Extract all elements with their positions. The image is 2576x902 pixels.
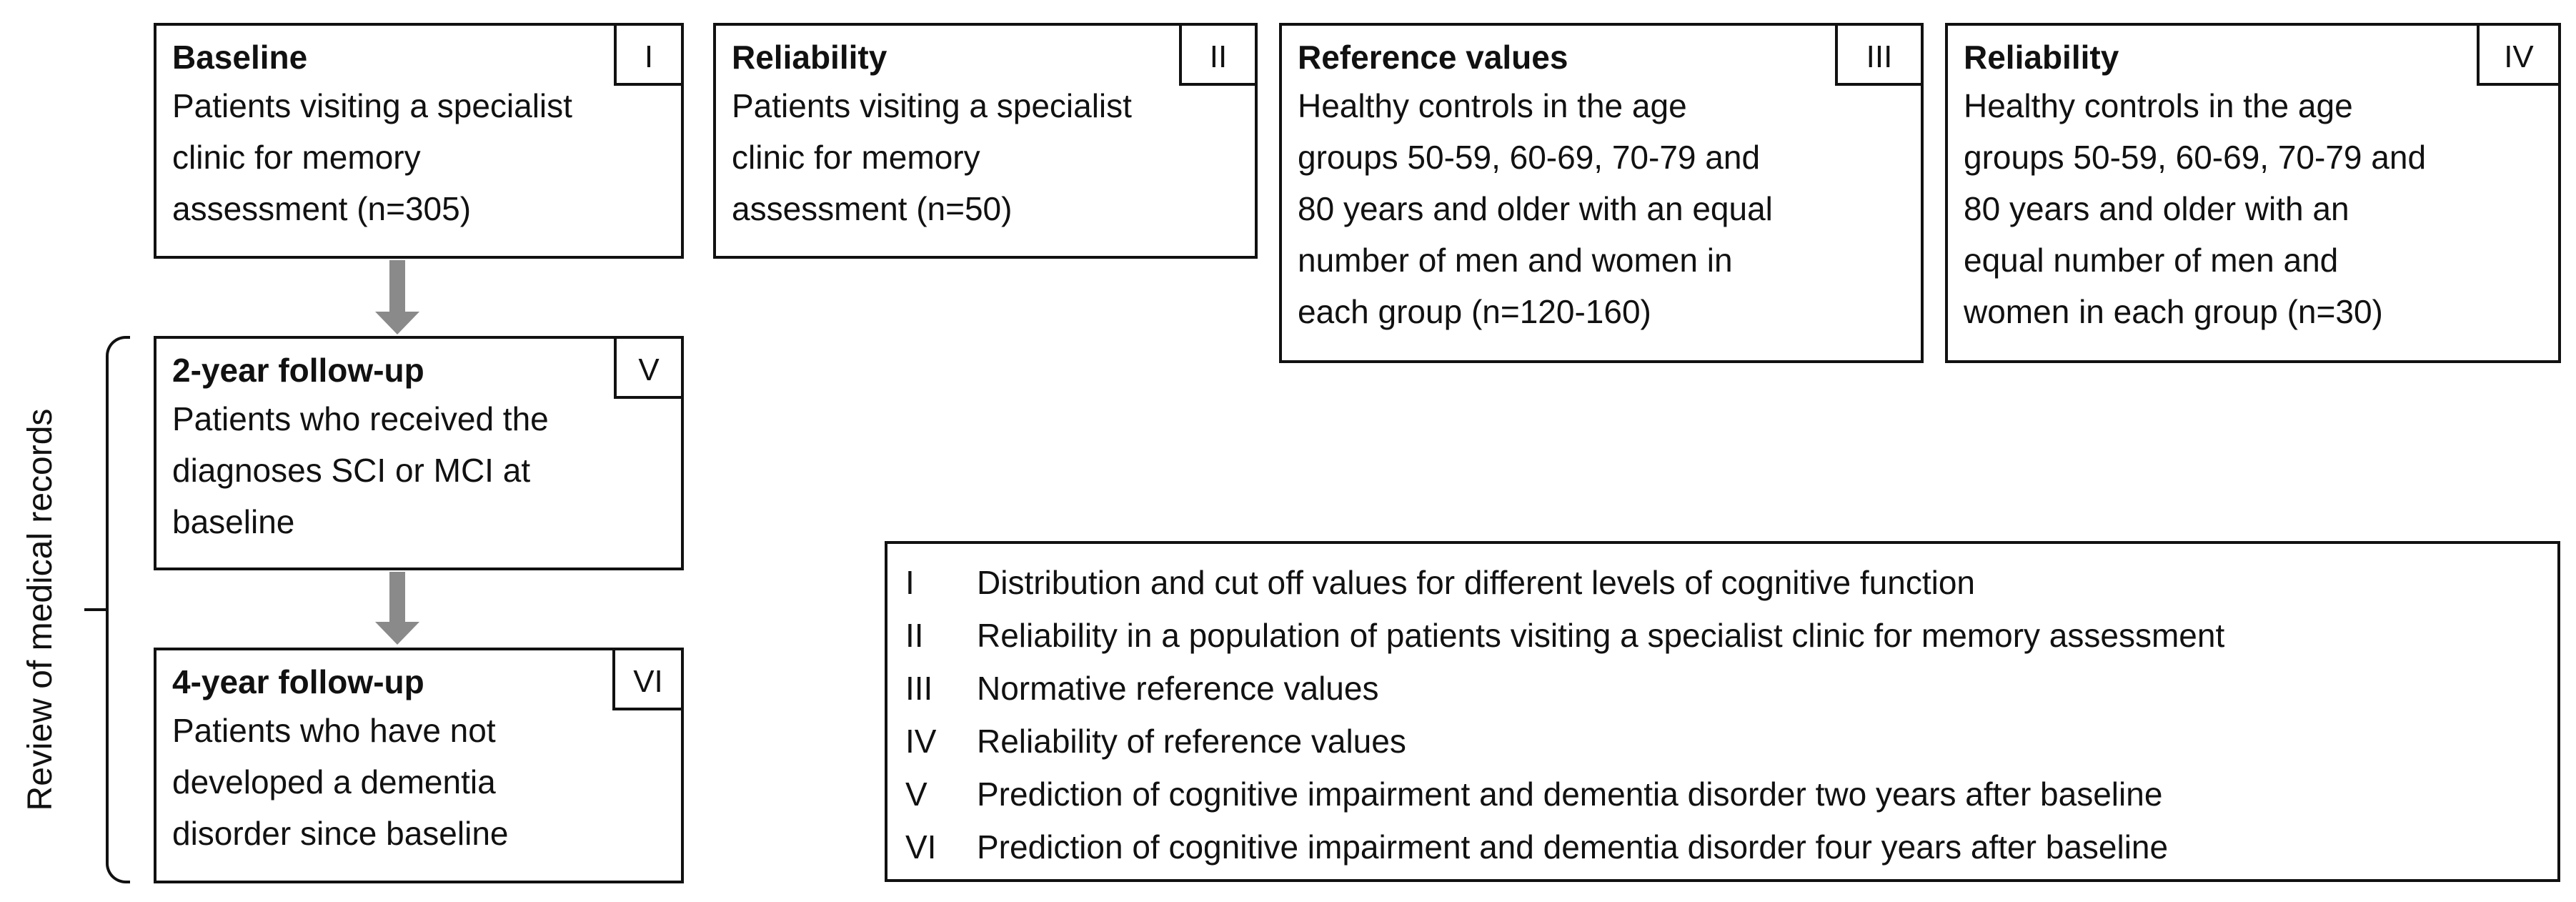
box-line: assessment (n=305) [172,190,472,227]
box-line: assessment (n=50) [732,190,1013,227]
box-line: Patients visiting a specialist [172,87,572,124]
legend-text: Prediction of cognitive impairment and d… [977,828,2169,866]
followup-2-year-box: 2-year follow-up V Patients who received… [154,336,684,570]
box-line: clinic for memory [732,139,980,176]
legend-text: Normative reference values [977,670,1379,707]
box-line: Patients who received the [172,400,549,437]
box-line: disorder since baseline [172,815,509,852]
box-line: baseline [172,503,295,540]
legend-text: Prediction of cognitive impairment and d… [977,775,2163,813]
reference-values-box: Reference values III Healthy controls in… [1279,23,1924,363]
study-number-tag: V [614,336,684,399]
baseline-box: Baseline I Patients visiting a specialis… [154,23,684,259]
legend-text: Distribution and cut off values for diff… [977,564,1975,601]
box-title: Reliability [1964,39,2119,76]
reliability-controls-box: Reliability IV Healthy controls in the a… [1945,23,2561,363]
medical-records-bracket [106,336,130,883]
box-line: Healthy controls in the age [1964,87,2353,124]
box-line: Patients who have not [172,712,496,749]
box-line: each group (n=120-160) [1298,293,1651,330]
legend-code: VI [905,828,937,866]
flow-arrow [375,572,419,645]
study-number-tag: III [1835,23,1924,86]
box-line: number of men and women in [1298,242,1733,279]
study-number-tag: VI [612,648,684,710]
legend-code: II [905,617,924,654]
followup-4-year-box: 4-year follow-up VI Patients who have no… [154,648,684,883]
legend-code: I [905,564,915,601]
study-number-tag: II [1179,23,1258,86]
study-number-tag: I [614,23,684,86]
box-line: Healthy controls in the age [1298,87,1687,124]
legend-box: I Distribution and cut off values for di… [885,541,2560,882]
box-line: clinic for memory [172,139,421,176]
box-line: 80 years and older with an equal [1298,190,1773,227]
box-title: 2-year follow-up [172,352,424,389]
box-title: Reliability [732,39,887,76]
legend-code: III [905,670,933,707]
box-line: groups 50-59, 60-69, 70-79 and [1964,139,2427,176]
side-label: Review of medical records [21,408,59,811]
reliability-patients-box: Reliability II Patients visiting a speci… [713,23,1258,259]
box-line: 80 years and older with an [1964,190,2349,227]
study-number-tag: IV [2477,23,2561,86]
box-title: 4-year follow-up [172,663,424,700]
box-line: diagnoses SCI or MCI at [172,452,531,489]
legend-code: IV [905,723,937,760]
legend-code: V [905,775,928,813]
box-line: developed a dementia [172,763,496,801]
box-title: Baseline [172,39,308,76]
bracket-tick [84,608,107,611]
flow-arrow [375,260,419,334]
box-line: women in each group (n=30) [1964,293,2383,330]
box-line: equal number of men and [1964,242,2339,279]
box-line: Patients visiting a specialist [732,87,1132,124]
legend-text: Reliability of reference values [977,723,1406,760]
box-line: groups 50-59, 60-69, 70-79 and [1298,139,1761,176]
legend-text: Reliability in a population of patients … [977,617,2225,654]
box-title: Reference values [1298,39,1568,76]
